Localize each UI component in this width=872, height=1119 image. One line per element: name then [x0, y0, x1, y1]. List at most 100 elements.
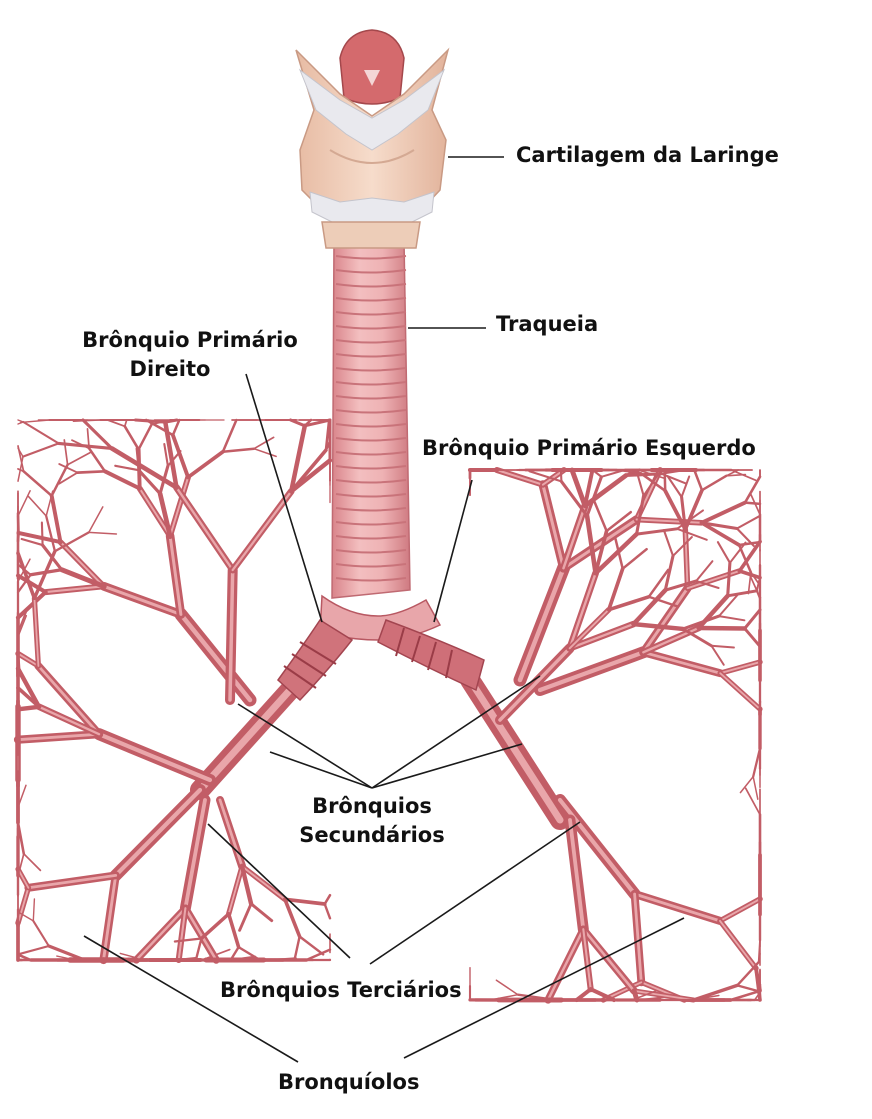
bronchial-branch	[139, 424, 152, 449]
label-right-primary-line1: Brônquio Primário	[56, 326, 324, 355]
bronchial-branch	[254, 437, 274, 448]
bronchial-branch	[711, 646, 723, 665]
bronchial-branch	[673, 537, 692, 556]
bronchial-branch-highlight	[720, 673, 760, 709]
bronchial-branch	[188, 452, 223, 478]
bronchial-branch	[623, 549, 647, 569]
bronchial-branch	[745, 629, 760, 647]
bronchial-branch-highlight	[181, 614, 250, 700]
bronchial-branch-highlight	[220, 800, 242, 866]
label-tertiary-bronchi: Brônquios Terciários	[220, 976, 462, 1005]
bronchial-branch	[18, 491, 30, 516]
bronchial-branch	[196, 939, 202, 961]
bronchial-branch	[711, 646, 734, 648]
bronchial-branch	[29, 497, 47, 517]
bronchial-branch-highlight	[185, 908, 216, 960]
bronchial-branch	[173, 420, 179, 435]
bronchial-branch	[46, 516, 55, 551]
bronchial-branch	[89, 507, 103, 533]
label-secondary-line1: Brônquios	[272, 792, 472, 821]
bronchial-branch-highlight	[177, 488, 233, 571]
bronchial-branch-highlight	[720, 662, 760, 673]
bronchial-branch	[223, 420, 237, 452]
bronchial-branch-highlight	[548, 929, 583, 1000]
bronchial-branch-highlight	[28, 875, 115, 887]
bronchial-branch	[24, 854, 41, 871]
label-larynx-cartilage: Cartilagem da Laringe	[516, 141, 779, 170]
bronchial-branch	[23, 422, 58, 443]
bronchial-branch	[664, 530, 673, 556]
bronchial-branch	[745, 503, 760, 504]
bronchial-branch	[682, 477, 690, 498]
bronchial-branch	[470, 999, 471, 1000]
bronchial-branch-highlight	[233, 491, 292, 570]
bronchial-branch-highlight	[720, 899, 760, 921]
bronchial-branch	[77, 471, 105, 472]
bronchial-branch	[254, 449, 276, 457]
leader-secondary-2	[270, 752, 372, 788]
bronchial-branch	[637, 529, 678, 534]
label-left-primary-bronchus: Brônquio Primário Esquerdo	[422, 434, 756, 463]
bronchial-branch-highlight	[116, 790, 200, 875]
bronchial-branch	[223, 449, 254, 452]
bronchial-branch	[201, 914, 228, 939]
bronchial-branch	[718, 542, 730, 563]
leader-left-primary	[434, 480, 472, 622]
bronchial-branch	[240, 904, 252, 931]
bronchial-branch	[19, 946, 49, 954]
bronchial-branch	[105, 471, 140, 488]
bronchial-branch-highlight	[99, 734, 210, 780]
bronchial-branch	[300, 937, 324, 955]
bronchial-branch-highlight	[200, 690, 290, 790]
bronchial-branch	[68, 453, 91, 465]
bronchial-branch	[699, 628, 745, 629]
bronchial-branch	[23, 443, 59, 456]
bronchial-branch	[59, 443, 112, 448]
label-right-primary-bronchus: Brônquio Primário Direito	[56, 326, 324, 384]
bronchial-branch	[251, 904, 272, 921]
label-bronchioles: Bronquíolos	[278, 1068, 419, 1097]
bronchial-branch	[22, 539, 43, 545]
bronchial-branch	[702, 476, 726, 490]
label-right-primary-line2: Direito	[16, 355, 324, 384]
bronchial-branch	[18, 707, 39, 710]
label-secondary-line2: Secundários	[272, 821, 472, 850]
bronchial-branch	[609, 597, 649, 610]
bronchial-branch	[728, 591, 757, 596]
bronchial-branch	[24, 471, 52, 496]
bronchial-branch-highlight	[185, 800, 205, 908]
bronchial-branch	[593, 499, 606, 531]
bronchial-branch	[728, 563, 730, 596]
larynx-cartilage-shape	[296, 30, 448, 248]
bronchial-branch	[325, 895, 330, 904]
bronchial-branch	[52, 496, 61, 542]
bronchial-branch	[33, 921, 49, 946]
bronchial-branch	[229, 914, 239, 947]
bronchial-branch	[634, 624, 684, 629]
bronchial-branch	[496, 980, 518, 995]
bronchial-branch	[694, 470, 702, 490]
bronchial-branch	[42, 523, 43, 546]
bronchial-branch	[295, 937, 300, 961]
bronchial-branch-highlight	[635, 894, 720, 921]
bronchial-branch	[694, 985, 738, 1000]
leader-right-primary	[246, 374, 322, 622]
bronchial-branch-highlight	[720, 921, 756, 968]
bronchial-branch	[753, 777, 758, 800]
bronchial-branch	[719, 616, 744, 620]
bronchial-branch	[561, 470, 562, 481]
bronchial-branch	[702, 503, 745, 523]
bronchial-branch	[89, 532, 117, 534]
bronchial-branch	[115, 466, 138, 470]
bronchial-branch-highlight	[543, 485, 564, 569]
bronchial-branch	[33, 899, 34, 921]
bronchial-branch	[125, 426, 139, 449]
label-secondary-bronchi: Brônquios Secundários	[272, 792, 472, 850]
bronchial-branch	[746, 788, 760, 814]
bronchial-branch	[89, 448, 105, 471]
label-trachea: Traqueia	[496, 310, 598, 339]
bronchial-branch	[325, 904, 330, 918]
bronchial-branch	[745, 610, 760, 629]
bronchial-branch-highlight	[643, 652, 720, 673]
leader-secondary-1	[238, 704, 372, 788]
